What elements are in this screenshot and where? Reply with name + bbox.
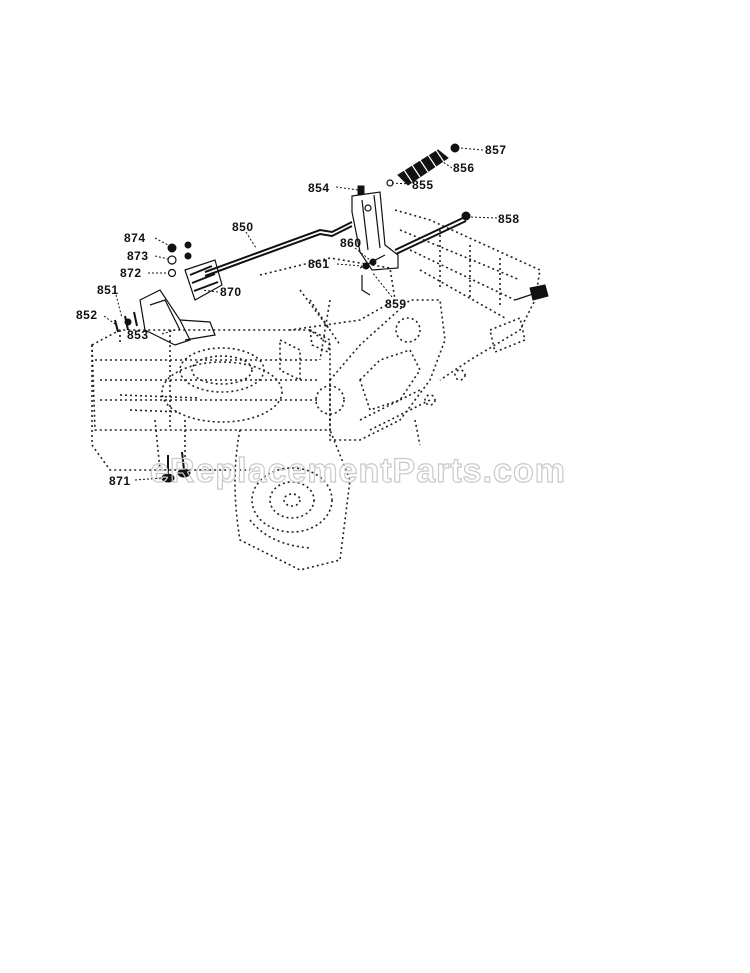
- label-855: 855: [412, 178, 434, 192]
- housing-frame: [91, 209, 541, 571]
- shift-bracket-853: [139, 259, 223, 346]
- leader-lines: [103, 147, 498, 481]
- label-860: 860: [340, 236, 362, 250]
- label-859: 859: [385, 297, 407, 311]
- part-labels: 874 873 872 851 852 853 870 850 854 855 …: [76, 143, 520, 488]
- label-857: 857: [485, 143, 507, 157]
- shift-rod-858: [394, 211, 471, 255]
- label-871: 871: [109, 474, 131, 488]
- label-851: 851: [97, 283, 119, 297]
- linkage-859-860: [359, 254, 386, 296]
- cable-end-fitting: [514, 284, 549, 301]
- label-850: 850: [232, 220, 254, 234]
- label-852: 852: [76, 308, 98, 322]
- label-854: 854: [308, 181, 330, 195]
- label-858: 858: [498, 212, 520, 226]
- label-861: 861: [308, 257, 330, 271]
- spring-856: [386, 143, 460, 187]
- hardware-874-873-872: [167, 241, 192, 278]
- hardware-851-852: [114, 311, 138, 333]
- bracket-854: [351, 185, 399, 271]
- label-873: 873: [127, 249, 149, 263]
- bolts-871: [161, 451, 191, 483]
- label-872: 872: [120, 266, 142, 280]
- label-874: 874: [124, 231, 146, 245]
- shift-rod-850: [204, 221, 353, 277]
- label-856: 856: [453, 161, 475, 175]
- label-870: 870: [220, 285, 242, 299]
- watermark-text: eReplacementParts.com: [150, 452, 566, 490]
- label-853: 853: [127, 328, 149, 342]
